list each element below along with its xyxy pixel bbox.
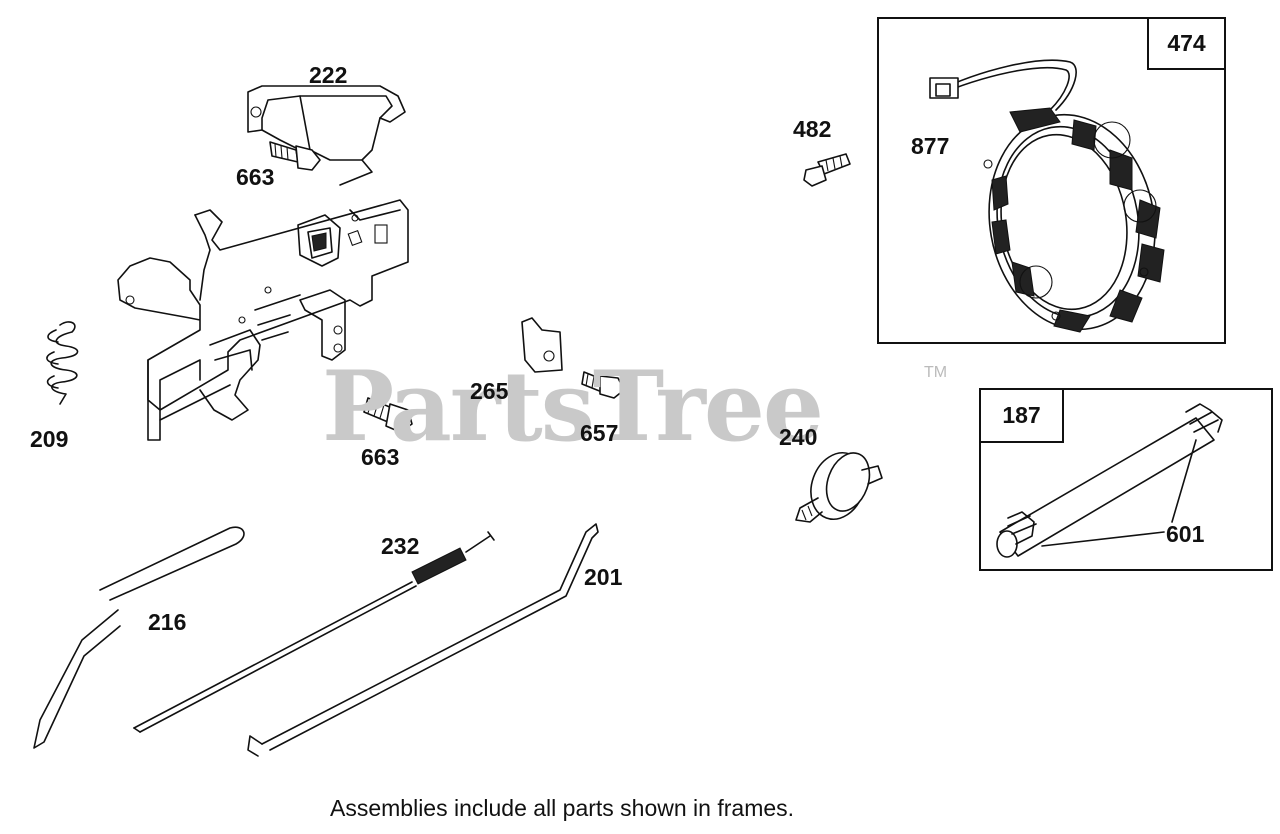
rod-201-drawing <box>247 523 599 757</box>
fuel-line-assembly-frame <box>979 388 1273 571</box>
bolt-663-top-drawing <box>269 141 321 171</box>
screw-482-drawing <box>803 153 851 187</box>
watermark: PartsTree <box>322 350 824 463</box>
bolt-657-drawing <box>581 371 625 399</box>
clip-265-drawing <box>521 317 563 373</box>
bracket-222-drawing <box>247 85 406 186</box>
fuel-line-187-drawing <box>996 403 1223 558</box>
part-label-663-top: 663 <box>236 164 275 190</box>
part-label-877: 877 <box>911 133 950 159</box>
part-label-222: 222 <box>309 62 348 88</box>
part-label-240: 240 <box>779 424 818 450</box>
stator-assembly-frame <box>877 17 1226 344</box>
fuel-line-assembly-number: 187 <box>979 388 1064 443</box>
part-label-232: 232 <box>381 533 420 559</box>
part-label-657: 657 <box>580 420 619 446</box>
rod-216-drawing <box>33 526 245 749</box>
control-plate-drawing <box>117 199 409 441</box>
part-label-209: 209 <box>30 426 69 452</box>
watermark-trademark: TM <box>924 364 948 381</box>
part-label-265: 265 <box>470 378 509 404</box>
assembly-caption: Assemblies include all parts shown in fr… <box>330 795 795 821</box>
bolt-663-mid-drawing <box>363 397 413 433</box>
part-label-482: 482 <box>793 116 832 142</box>
part-label-663-mid: 663 <box>361 444 400 470</box>
link-232-drawing <box>133 531 495 733</box>
stator-assembly-number: 474 <box>1147 17 1226 70</box>
fuel-pump-240-drawing <box>795 452 883 523</box>
part-label-601: 601 <box>1166 521 1205 547</box>
stator-877-drawing <box>929 59 1165 333</box>
spring-209-drawing <box>46 321 79 405</box>
part-label-216: 216 <box>148 609 187 635</box>
part-label-201: 201 <box>584 564 623 590</box>
